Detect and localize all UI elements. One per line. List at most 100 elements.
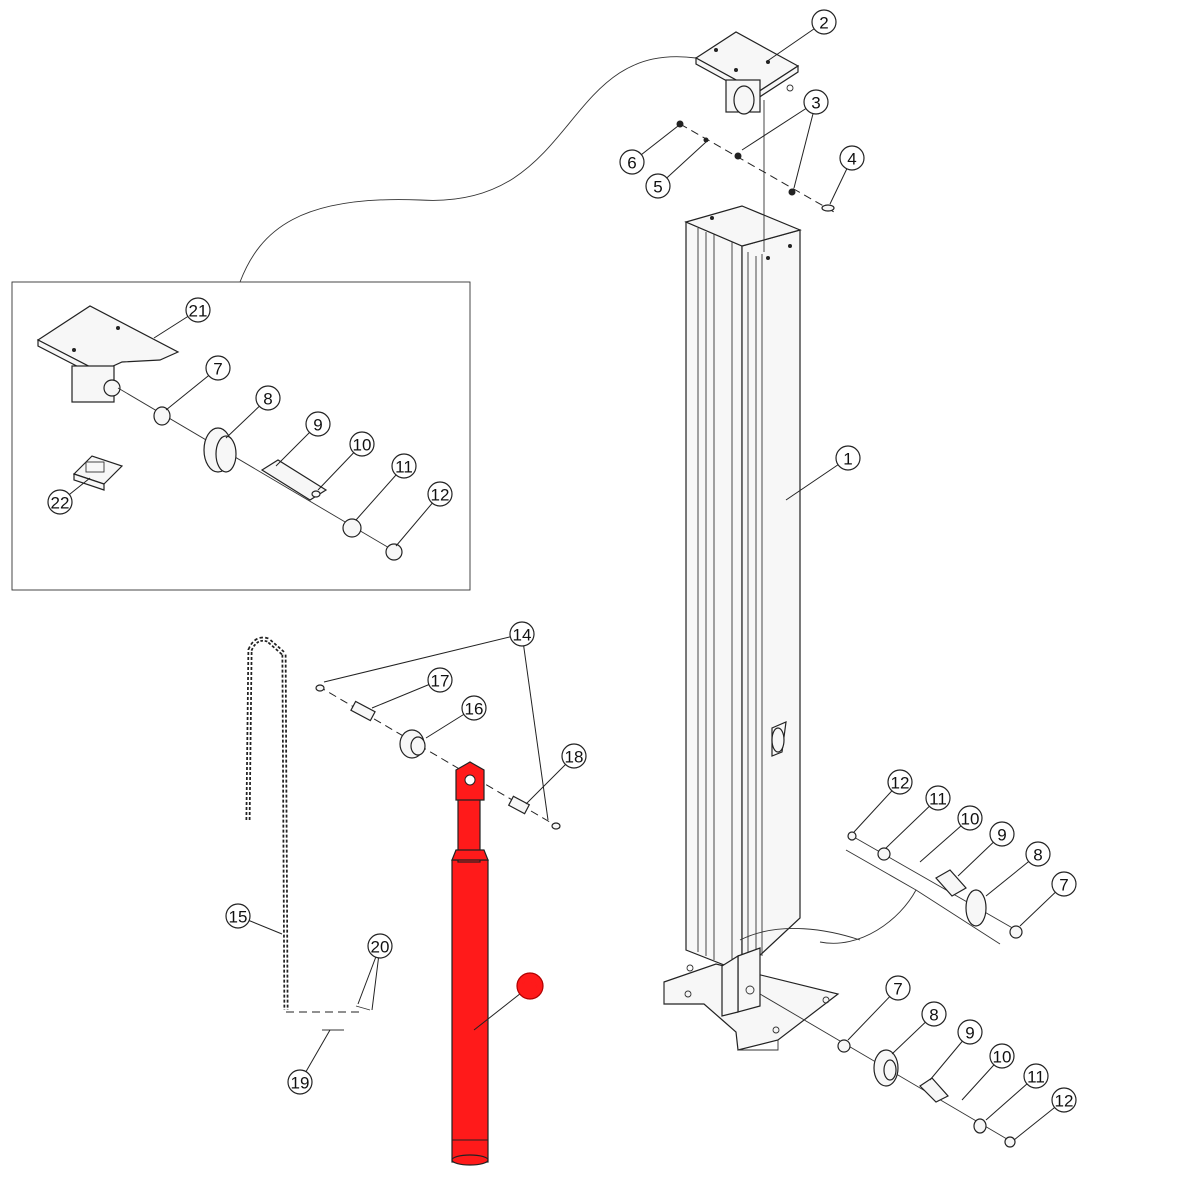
callout-circle — [925, 785, 951, 811]
callout-circle — [255, 385, 281, 411]
callout-21: 21 — [185, 297, 211, 323]
callout-label: 8 — [1033, 846, 1042, 865]
callout-4: 4 — [839, 145, 865, 171]
callout-11: 11 — [391, 453, 417, 479]
callout-circle — [921, 1001, 947, 1027]
right-upper-hardware — [847, 831, 1023, 939]
callout-12: 12 — [887, 769, 913, 795]
hydraulic-cylinder-13 — [451, 761, 489, 1166]
callout-label: 12 — [1055, 1092, 1074, 1111]
callout-20: 20 — [367, 933, 393, 959]
detail-part-22 — [72, 455, 124, 491]
callout-label: 10 — [993, 1048, 1012, 1067]
callout-10: 10 — [957, 805, 983, 831]
callout-7: 7 — [205, 355, 231, 381]
callout-label: 15 — [229, 908, 248, 927]
callout-circle — [989, 821, 1015, 847]
callout-label: 4 — [847, 150, 856, 169]
callout-14: 14 — [509, 621, 535, 647]
callout-8: 8 — [255, 385, 281, 411]
callout-circle — [225, 903, 251, 929]
callout-label: 8 — [929, 1006, 938, 1025]
callout-label: 18 — [565, 748, 584, 767]
callout-10: 10 — [989, 1043, 1015, 1069]
callout-circle — [427, 481, 453, 507]
top-hardware — [676, 120, 835, 213]
callout-label: 22 — [51, 494, 70, 513]
callout-7: 7 — [1051, 871, 1077, 897]
callout-9: 9 — [957, 1019, 983, 1045]
callout-circle — [205, 355, 231, 381]
callout-circle — [645, 173, 671, 199]
callout-label: 2 — [819, 14, 828, 33]
callout-circle — [1051, 1087, 1077, 1113]
callout-circle — [803, 89, 829, 115]
callout-label: 8 — [263, 390, 272, 409]
callout-11: 11 — [1023, 1063, 1049, 1089]
callout-18: 18 — [561, 743, 587, 769]
callout-label: 21 — [189, 302, 208, 321]
callout-1: 1 — [835, 445, 861, 471]
leader-lines — [59, 21, 1065, 1141]
column-post — [684, 205, 802, 974]
callout-label: 11 — [1027, 1068, 1045, 1087]
callout-label: 7 — [893, 980, 902, 999]
callout-19: 19 — [287, 1069, 313, 1095]
right-upper-leader — [739, 928, 861, 941]
callout-label: 1 — [843, 450, 852, 469]
callout-circle — [885, 975, 911, 1001]
callout-2: 2 — [811, 9, 837, 35]
callout-9: 9 — [305, 411, 331, 437]
callout-label: 11 — [929, 790, 947, 809]
callout-label: 5 — [653, 178, 662, 197]
chain-15 — [245, 636, 289, 1011]
column-base-plate — [663, 947, 840, 1051]
callout-label: 10 — [353, 436, 372, 455]
leader-line — [521, 633, 549, 821]
detail-view-frame — [11, 281, 471, 591]
callout-circle — [349, 431, 375, 457]
callout-12: 12 — [1051, 1087, 1077, 1113]
top-plate-assembly — [694, 31, 800, 115]
right-lower-hardware — [837, 1039, 1016, 1148]
callout-circle — [185, 297, 211, 323]
callout-label: 17 — [431, 672, 450, 691]
right-upper-frame — [819, 849, 917, 944]
callout-label: 6 — [627, 154, 636, 173]
callout-circle — [1025, 841, 1051, 867]
callout-circle — [47, 489, 73, 515]
leader-line — [793, 101, 817, 189]
chain-hardware — [286, 1005, 371, 1031]
callout-6: 6 — [619, 149, 645, 175]
callout-label: 13 — [521, 978, 540, 997]
callout-circle — [287, 1069, 313, 1095]
callout-22: 22 — [47, 489, 73, 515]
callout-circle — [835, 445, 861, 471]
callout-circle — [516, 972, 544, 1000]
callout-label: 12 — [891, 774, 910, 793]
callout-8: 8 — [1025, 841, 1051, 867]
callout-circle — [561, 743, 587, 769]
callout-17: 17 — [427, 667, 453, 693]
callout-label: 9 — [965, 1024, 974, 1043]
callout-circle — [1051, 871, 1077, 897]
callout-circle — [619, 149, 645, 175]
callout-circle — [811, 9, 837, 35]
callout-label: 7 — [1059, 876, 1068, 895]
leader-line — [323, 633, 523, 683]
callout-16: 16 — [461, 695, 487, 721]
callout-label: 11 — [395, 458, 413, 477]
detail-hardware — [153, 406, 403, 561]
leader-line — [741, 101, 817, 151]
callout-label: 19 — [291, 1074, 310, 1093]
callout-circle — [839, 145, 865, 171]
callout-label: 10 — [961, 810, 980, 829]
callout-15: 15 — [225, 903, 251, 929]
callout-circle — [305, 411, 331, 437]
callout-circle — [509, 621, 535, 647]
callout-7: 7 — [885, 975, 911, 1001]
callout-label: 16 — [465, 700, 484, 719]
callout-circle — [1023, 1063, 1049, 1089]
callout-circle — [887, 769, 913, 795]
callout-label: 9 — [997, 826, 1006, 845]
